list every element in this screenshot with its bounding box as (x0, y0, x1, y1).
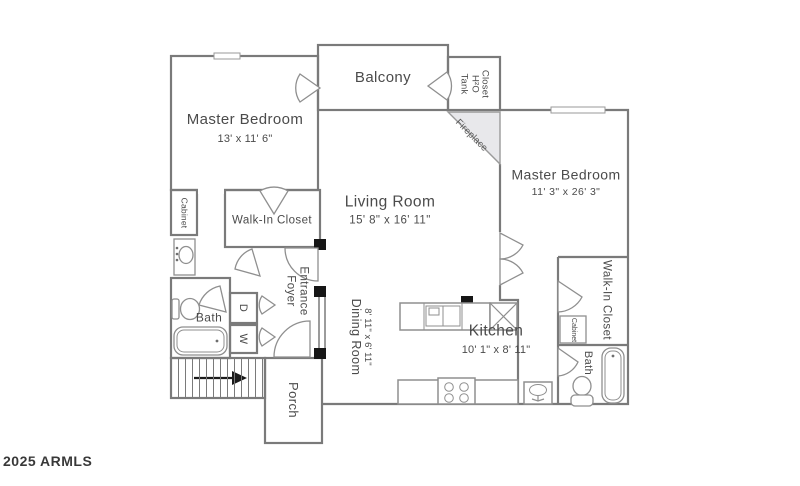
tub-left-drain (215, 339, 219, 343)
faucet-dot-2 (175, 252, 179, 256)
faucet-dot-1 (175, 246, 179, 250)
toilet-tank-left (171, 298, 180, 320)
wall-end-markers (314, 239, 473, 359)
door-walkin-closet-right (557, 279, 583, 313)
doors (198, 71, 583, 377)
kitchen-fixtures (397, 302, 553, 405)
label-kitchen: Kitchen (468, 322, 524, 340)
label-walkin-closet-right: Walk-In Closet (600, 260, 613, 340)
label-bath-left: Bath (195, 310, 223, 325)
dims-master-bedroom-left: 13' x 11' 6" (217, 132, 273, 145)
entrance-foyer-line2: Foyer (285, 275, 297, 307)
label-utility-closet: Closet H²O Tank (458, 69, 491, 99)
wall-dryer-closet (228, 291, 259, 325)
marker-foyer-bottom (314, 348, 326, 359)
kitchen-faucet (428, 307, 440, 316)
label-balcony: Balcony (354, 68, 412, 86)
wall-cabinet-left (169, 188, 199, 237)
burner-4 (459, 393, 469, 403)
label-cabinet-right: Cabinet (569, 317, 577, 343)
stairs-treads (172, 359, 264, 397)
label-washer: W (237, 333, 250, 345)
burner-1 (444, 382, 454, 392)
hall-opening (198, 186, 224, 194)
label-porch: Porch (286, 382, 302, 418)
windows (213, 52, 606, 114)
label-bath-right: Bath (582, 350, 595, 376)
label-walkin-closet-left: Walk-In Closet (232, 214, 312, 227)
dims-master-bedroom-right: 11' 3" x 26' 3" (531, 186, 601, 199)
dims-living-room: 15' 8" x 16' 11" (349, 214, 431, 227)
dining-room-name: Dining Room (348, 298, 363, 376)
marker-foyer-top (314, 286, 326, 297)
door-bedroom-hall (234, 248, 261, 277)
dims-kitchen: 10' 1" x 8' 11" (461, 343, 531, 356)
door-foyer-living (284, 247, 319, 282)
door-balcony-left (295, 73, 322, 103)
door-dryer (258, 295, 277, 315)
tub-right-drain (611, 354, 615, 358)
bath-left-fixtures (171, 238, 228, 356)
burner-2 (459, 382, 469, 392)
wall-porch (263, 356, 324, 445)
utility-closet-line2: H²O (469, 74, 481, 94)
door-balcony-right (426, 71, 453, 101)
tub-left-inner (176, 329, 225, 353)
hall-sink-faucet (531, 396, 545, 402)
bath-right-fixtures (559, 315, 625, 407)
toilet-bowl-right (572, 375, 592, 397)
door-entrance (273, 320, 311, 358)
tub-right-inner (604, 350, 622, 401)
stove (437, 377, 476, 405)
fireplace-shape (446, 111, 501, 166)
door-bath-left (198, 285, 227, 313)
utility-closet-line1: Closet (479, 69, 491, 99)
label-living-room: Living Room (344, 193, 436, 211)
hall-sink (529, 384, 547, 396)
label-dryer: D (237, 303, 250, 313)
door-washer (258, 327, 277, 347)
door-master-right-upper (499, 231, 524, 260)
cabinet-right-box (559, 315, 587, 344)
burner-3 (444, 393, 454, 403)
marker-closet-corner (314, 239, 326, 250)
entrance-foyer-line1: Entrance (297, 266, 310, 316)
faucet-dot-3 (175, 258, 179, 262)
door-master-right-lower (499, 258, 524, 287)
wall-living-east (498, 164, 520, 404)
window-right-bedroom (550, 106, 606, 114)
toilet-tank-right (570, 394, 594, 407)
door-walkin-closet-left (259, 186, 289, 216)
foyer-east-wall (318, 295, 326, 350)
wall-washer-closet (228, 323, 259, 355)
armls-watermark: 2025 ARMLS (3, 453, 93, 469)
vanity-sink-left (178, 245, 194, 265)
toilet-bowl-left (179, 297, 201, 321)
utility-closet-line3: Tank (458, 73, 470, 95)
label-master-bedroom-left: Master Bedroom (186, 110, 304, 128)
label-dining-room: Dining Room 8' 11" x 6' 11" (348, 298, 374, 376)
label-cabinet-left: Cabinet (179, 197, 190, 229)
label-entrance-foyer: Entrance Foyer (284, 266, 310, 316)
door-bath-right (557, 346, 579, 377)
window-left-bedroom (213, 52, 241, 60)
dining-room-dims: 8' 11" x 6' 11" (362, 308, 374, 366)
marker-kitchen-counter (461, 296, 473, 303)
label-master-bedroom-right: Master Bedroom (511, 166, 621, 183)
pantry-x (489, 302, 518, 331)
counter-dividers (423, 303, 463, 330)
